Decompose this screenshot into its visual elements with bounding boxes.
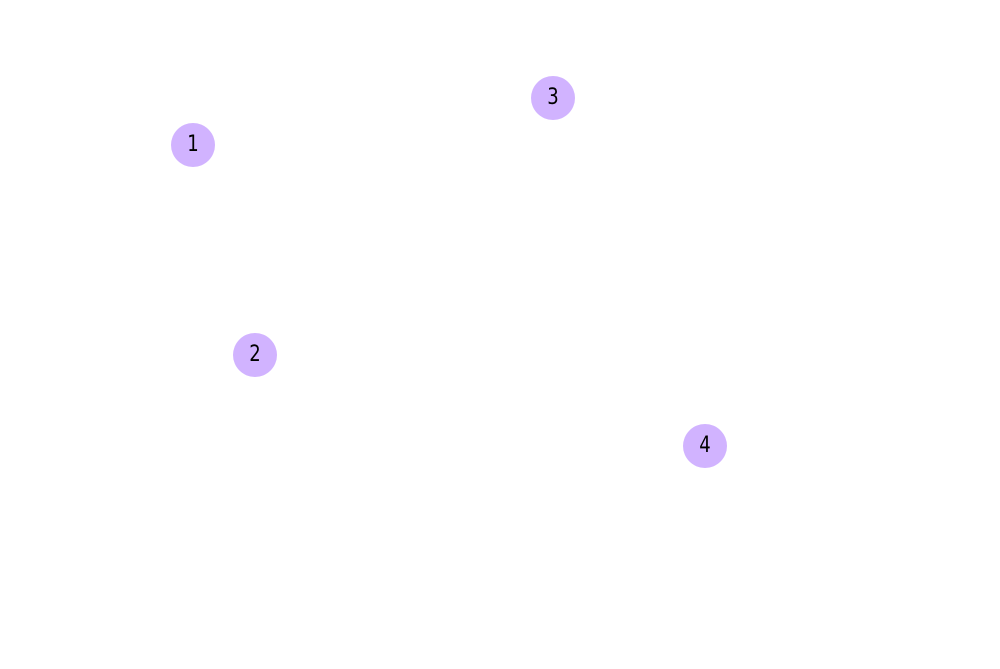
marker-1[interactable]: 1 [171,123,215,167]
marker-2-label: 2 [249,342,261,367]
marker-4-label: 4 [699,433,711,458]
marker-3-label: 3 [547,85,559,110]
marker-1-label: 1 [187,132,199,157]
marker-3[interactable]: 3 [531,76,575,120]
marker-2[interactable]: 2 [233,333,277,377]
marker-4[interactable]: 4 [683,424,727,468]
